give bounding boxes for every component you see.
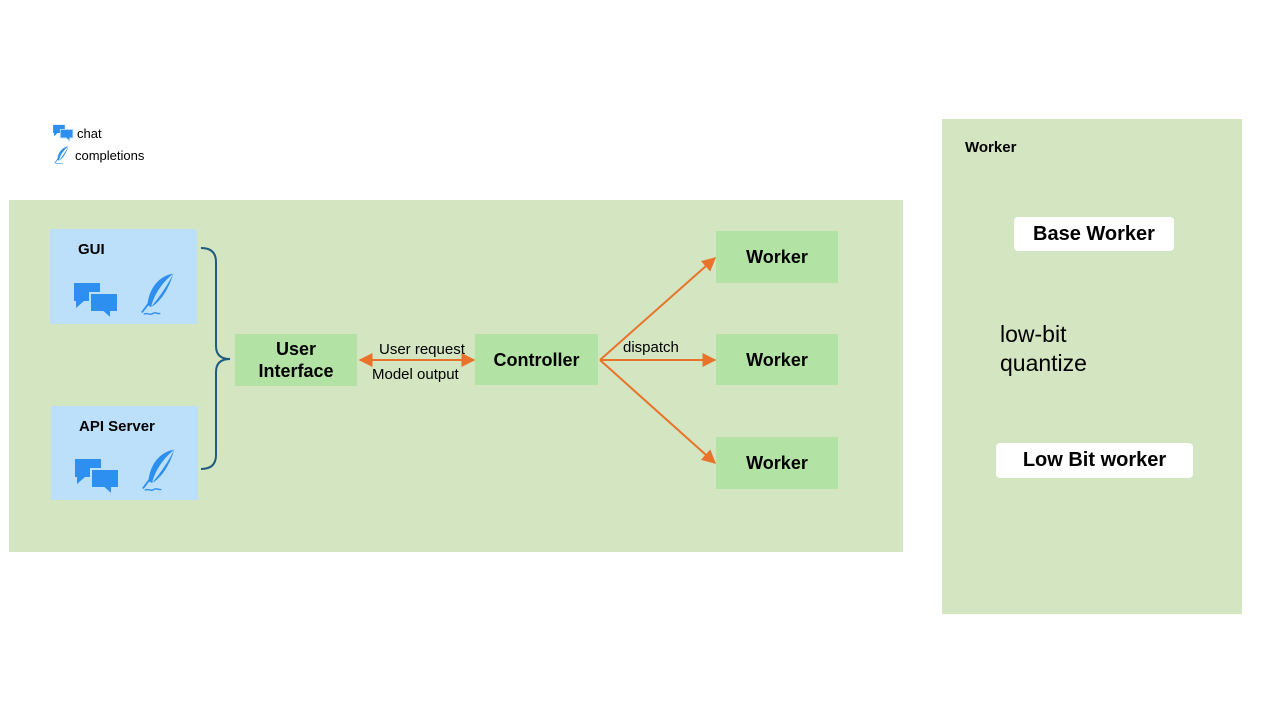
legend-chat-label: chat — [77, 126, 102, 141]
client-bracket — [200, 247, 231, 470]
controller-label: Controller — [493, 349, 580, 370]
worker-box: Worker — [716, 231, 838, 283]
dispatch-arrow-top — [599, 257, 717, 361]
dispatch-label: dispatch — [623, 339, 679, 356]
legend-completions-label: completions — [75, 148, 145, 163]
gui-client-box — [50, 229, 197, 324]
worker-box: Worker — [716, 437, 838, 489]
gui-label: GUI — [78, 241, 105, 258]
base-worker-label: Base Worker — [1033, 222, 1155, 245]
api-server-label: API Server — [79, 418, 155, 435]
quantize-label: low-bit quantize — [1000, 321, 1087, 376]
base-worker-box: Base Worker — [1014, 217, 1174, 251]
dispatch-arrow-bottom — [599, 359, 717, 464]
user-interface-label: User Interface — [258, 339, 334, 381]
low-bit-worker-box: Low Bit worker — [996, 443, 1193, 478]
model-output-label: Model output — [372, 366, 459, 383]
worker-box: Worker — [716, 334, 838, 385]
worker-panel — [942, 119, 1242, 614]
worker-panel-title: Worker — [965, 139, 1017, 156]
low-bit-worker-label: Low Bit worker — [1022, 449, 1167, 471]
api-server-client-box — [51, 406, 198, 500]
worker-label: Worker — [746, 453, 808, 473]
user-interface-box: User Interface — [235, 334, 357, 386]
worker-label: Worker — [746, 247, 808, 267]
controller-box: Controller — [475, 334, 598, 385]
user-request-label: User request — [379, 341, 465, 358]
worker-label: Worker — [746, 349, 808, 370]
